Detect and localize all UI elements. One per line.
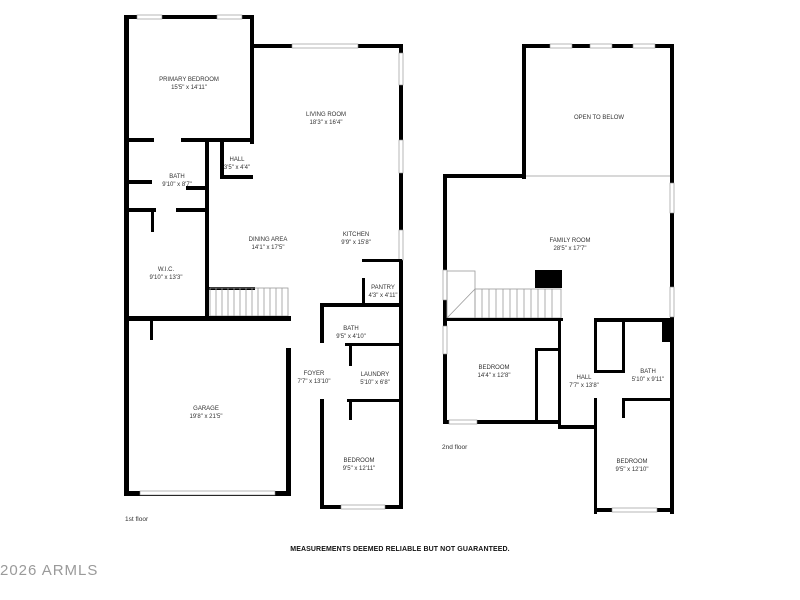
room-label-wic: W.I.C.9'10" x 13'3" <box>149 267 183 281</box>
second-floor-walls <box>442 43 675 514</box>
first-floor-walls <box>124 14 404 510</box>
measurements-disclaimer: MEASUREMENTS DEEMED RELIABLE BUT NOT GUA… <box>290 546 510 553</box>
copyright-watermark: 2026 ARMLS <box>0 562 99 579</box>
room-label-open-to-below: OPEN TO BELOW <box>573 115 625 121</box>
floor-label-2nd: 2nd floor <box>442 444 468 451</box>
floor-label-1st: 1st floor <box>125 516 149 523</box>
